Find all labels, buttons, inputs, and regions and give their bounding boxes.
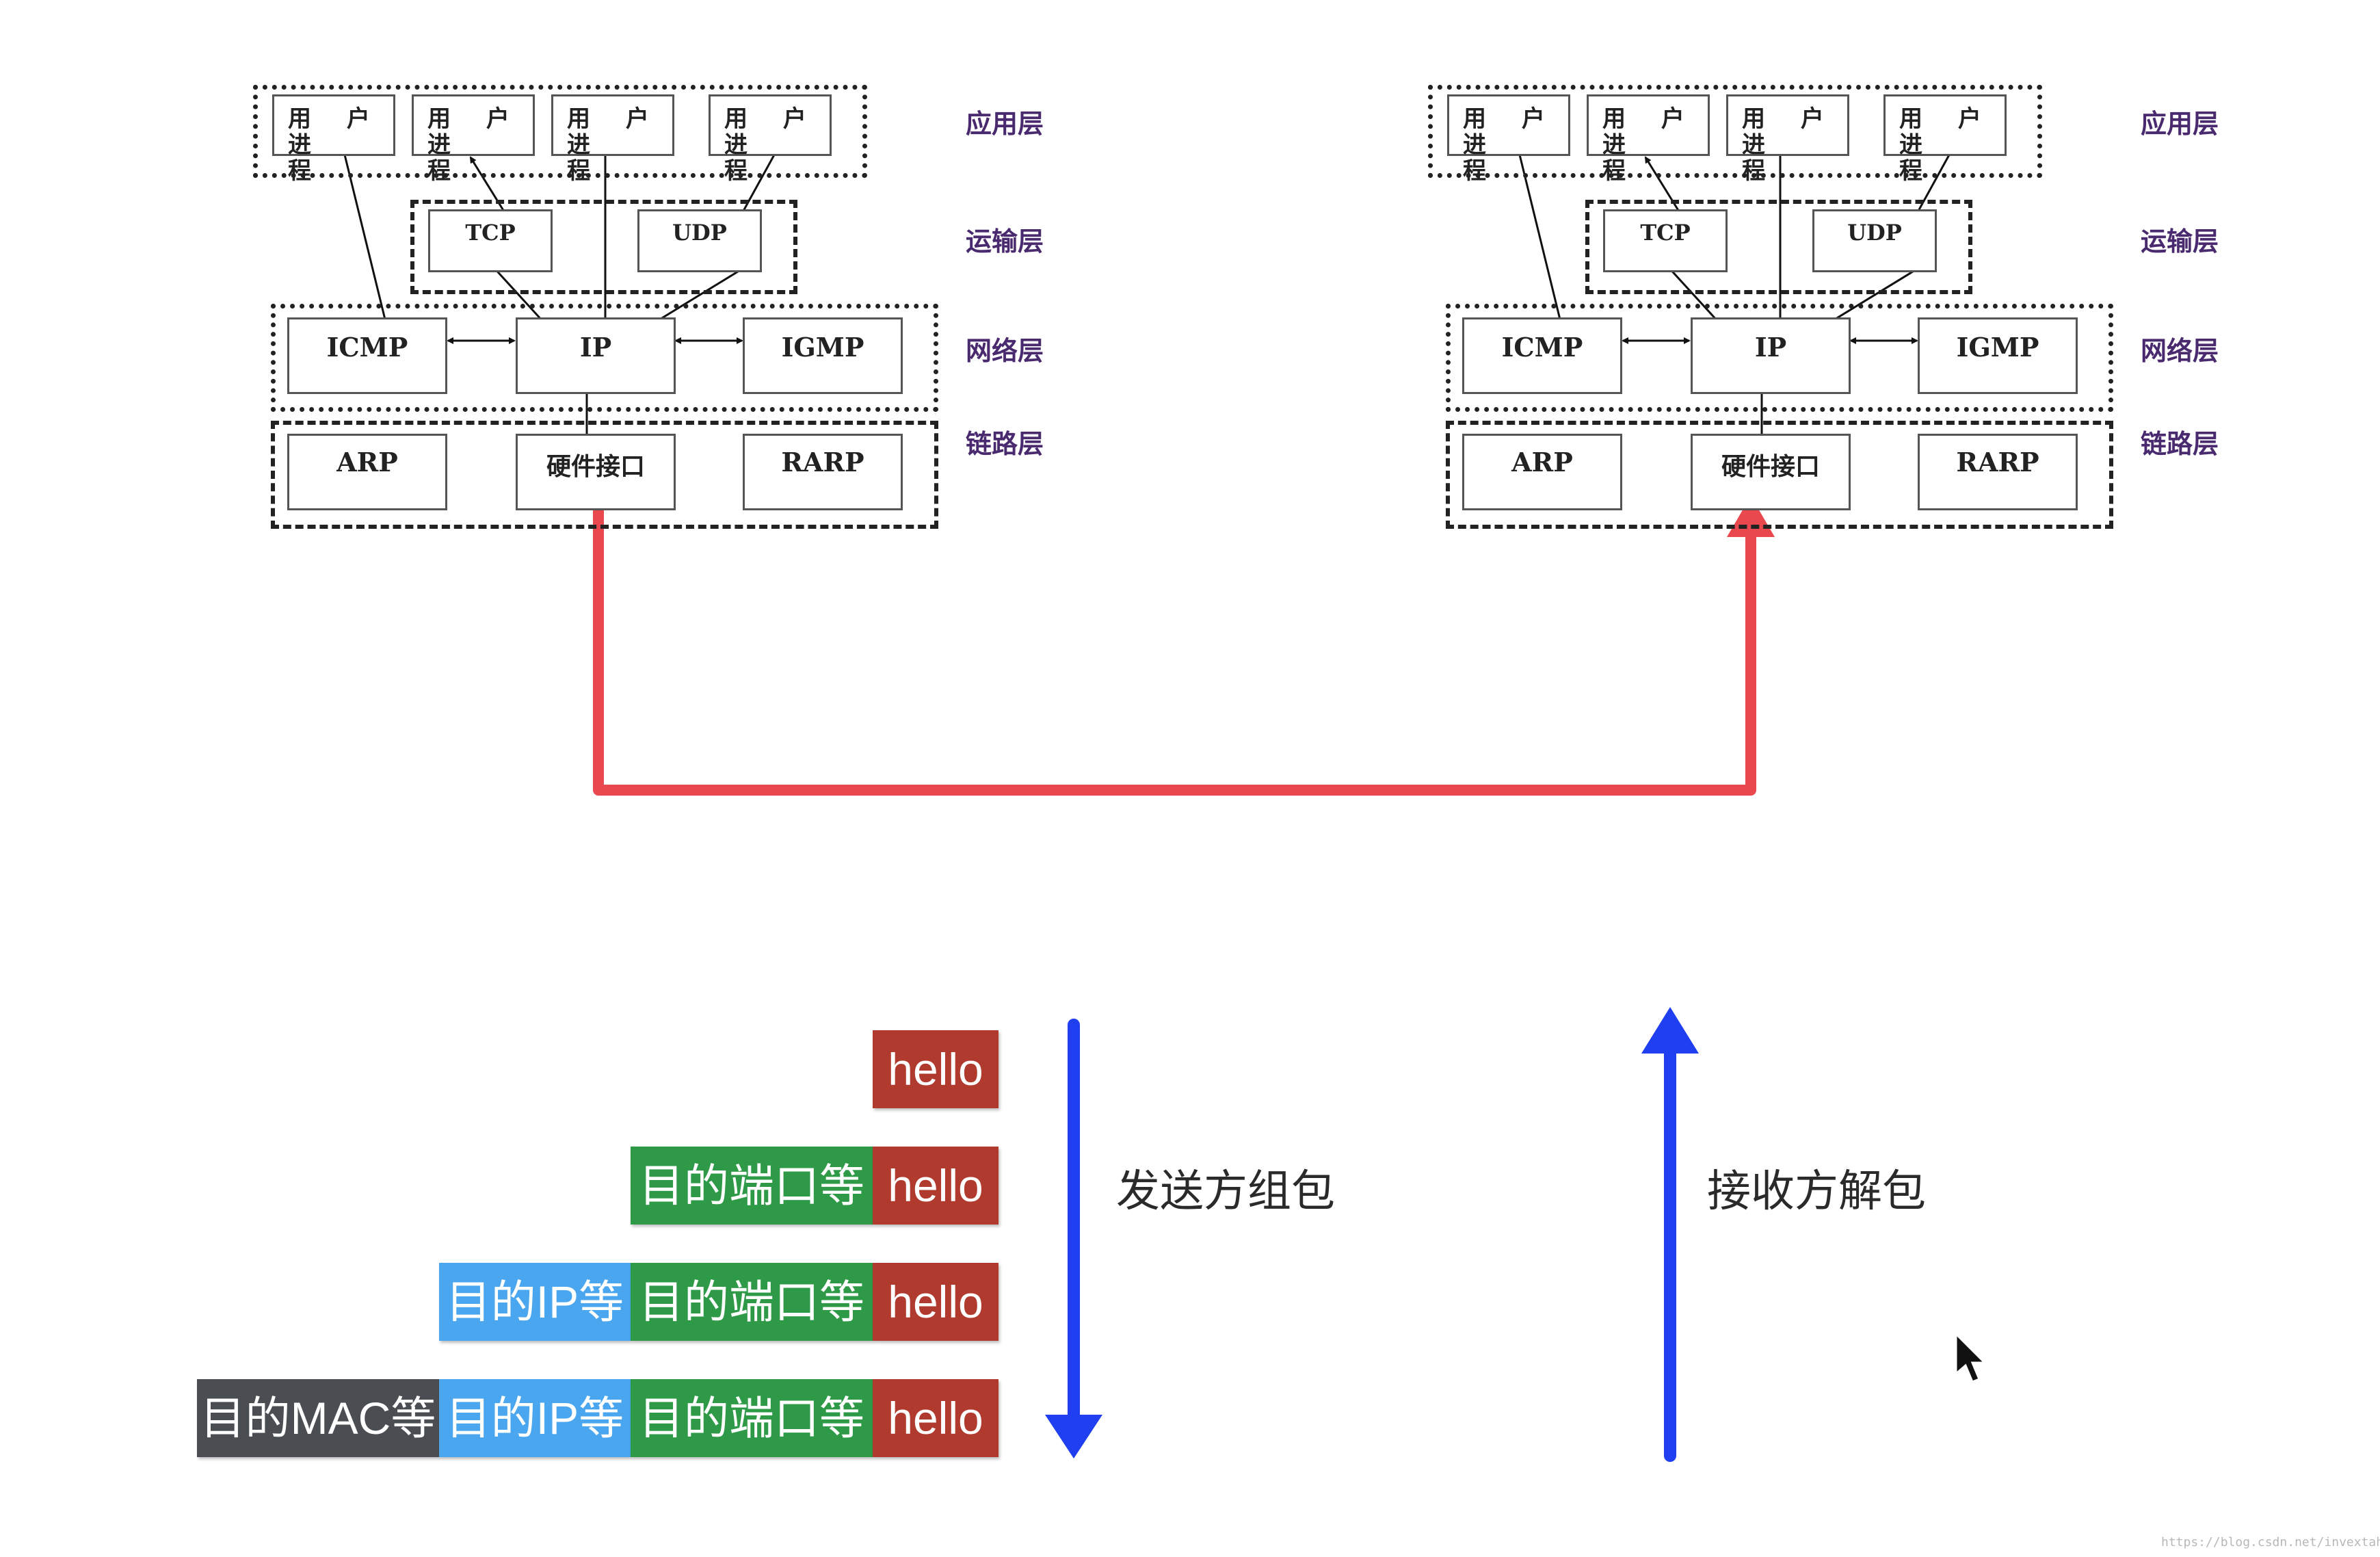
right-udp-box: UDP [1812,209,1937,272]
left-user-process-3: 用 户 进 程 [551,94,674,184]
packet-row4-ip: 目的IP等 [439,1379,631,1457]
right-tcp-box: TCP [1603,209,1728,272]
left-tcp-box: TCP [428,209,553,272]
left-hardware-interface-box: 硬件接口 [516,434,676,510]
packet-row3-hello: hello [873,1263,999,1341]
right-igmp-label: IGMP [1956,332,2039,363]
watermark: https://blog.csdn.net/invextahu [2161,1535,2380,1549]
right-icmp-box: ICMP [1462,317,1622,394]
left-user-process-2: 用 户 进 程 [412,94,535,184]
left-user-process-4: 用 户 进 程 [709,94,832,184]
left-layer-link: 链路层 [966,428,1044,459]
right-ip-box: IP [1691,317,1851,394]
right-user-process-2: 用 户 进 程 [1587,94,1710,184]
right-application-group [1428,85,2042,178]
left-user-process-1-label: 用 户 进 程 [288,105,384,185]
left-rarp-box: RARP [743,434,903,510]
left-user-process-2-label: 用 户 进 程 [427,105,523,185]
left-layer-transport: 运输层 [966,226,1044,257]
right-user-process-3: 用 户 进 程 [1726,94,1849,184]
right-hardware-interface-label: 硬件接口 [1721,452,1820,481]
packet-row4-mac: 目的MAC等 [197,1379,439,1457]
sender-flow-arrow [1045,1019,1102,1458]
receiver-flow-arrow [1641,1007,1699,1462]
left-igmp-label: IGMP [781,332,864,363]
sender-caption: 发送方组包 [1116,1166,1335,1217]
receiver-caption: 接收方解包 [1707,1166,1926,1217]
packet-row4-port: 目的端口等 [631,1379,873,1457]
left-hardware-interface-label: 硬件接口 [546,452,645,481]
right-rarp-label: RARP [1956,447,2039,477]
right-user-process-1-label: 用 户 进 程 [1463,105,1559,185]
left-arp-label: ARP [336,447,398,477]
left-link-group [271,421,938,529]
left-ip-label: IP [579,332,612,363]
right-user-process-3-label: 用 户 进 程 [1742,105,1838,185]
left-udp-box: UDP [637,209,762,272]
right-ip-label: IP [1754,332,1787,363]
packet-row3-ip: 目的IP等 [439,1263,631,1341]
right-layer-transport: 运输层 [2141,226,2219,257]
right-arp-label: ARP [1511,447,1573,477]
left-application-group [253,85,867,178]
transmission-path [593,493,1775,796]
right-rarp-box: RARP [1918,434,2078,510]
packet-row1-hello: hello [873,1030,999,1108]
right-hardware-interface-box: 硬件接口 [1691,434,1851,510]
right-user-process-4: 用 户 进 程 [1883,94,2007,184]
left-layer-network: 网络层 [966,335,1044,366]
left-transport-group [410,200,797,294]
right-layer-network: 网络层 [2141,335,2219,366]
left-icmp-box: ICMP [287,317,447,394]
right-arp-box: ARP [1462,434,1622,510]
left-icmp-label: ICMP [326,332,408,363]
right-icmp-label: ICMP [1501,332,1583,363]
right-user-process-4-label: 用 户 进 程 [1899,105,1995,185]
packet-row2-port: 目的端口等 [631,1147,873,1225]
left-network-group [271,304,938,412]
left-igmp-box: IGMP [743,317,903,394]
left-user-process-3-label: 用 户 进 程 [567,105,663,185]
right-udp-label: UDP [1847,220,1902,246]
right-layer-link: 链路层 [2141,428,2219,459]
right-transport-group [1585,200,1972,294]
left-layer-application: 应用层 [966,108,1044,139]
left-tcp-label: TCP [465,220,516,246]
right-user-process-1: 用 户 进 程 [1447,94,1570,184]
left-user-process-1: 用 户 进 程 [272,94,395,184]
right-user-process-2-label: 用 户 进 程 [1602,105,1698,185]
packet-row3-port: 目的端口等 [631,1263,873,1341]
packet-row2-hello: hello [873,1147,999,1225]
left-rarp-label: RARP [781,447,864,477]
mouse-cursor-icon [1955,1331,1987,1383]
left-user-process-4-label: 用 户 进 程 [724,105,820,185]
right-link-group [1446,421,2113,529]
left-ip-box: IP [516,317,676,394]
right-layer-application: 应用层 [2141,108,2219,139]
left-udp-label: UDP [672,220,727,246]
packet-row4-hello: hello [873,1379,999,1457]
right-tcp-label: TCP [1640,220,1691,246]
left-arp-box: ARP [287,434,447,510]
right-igmp-box: IGMP [1918,317,2078,394]
right-network-group [1446,304,2113,412]
